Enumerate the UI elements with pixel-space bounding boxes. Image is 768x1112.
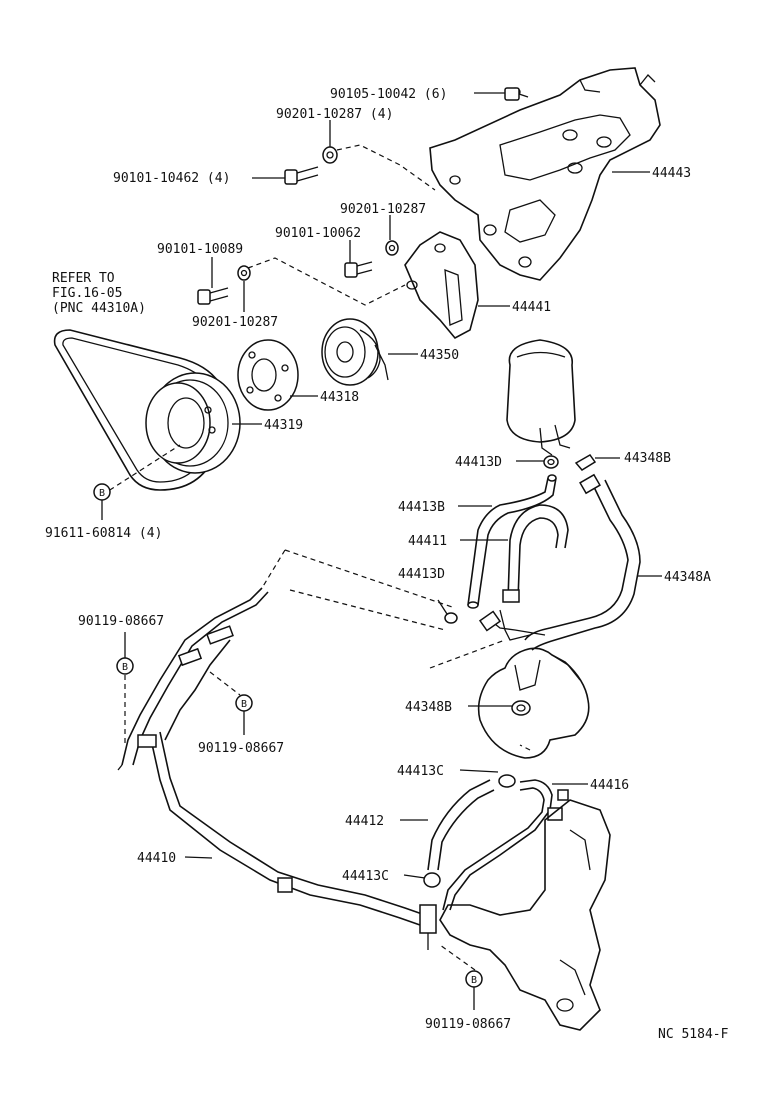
label-refer-to: REFER TO bbox=[52, 271, 115, 286]
label-44416: 44416 bbox=[590, 778, 629, 793]
label-44319: 44319 bbox=[264, 418, 303, 433]
oil-pump-body bbox=[477, 647, 590, 759]
label-44348B-a: 44348B bbox=[624, 451, 671, 466]
b-marker-label: B bbox=[471, 975, 477, 986]
bolt-90101-10462 bbox=[252, 166, 319, 185]
label-44318: 44318 bbox=[320, 390, 359, 405]
bracket-44443 bbox=[429, 67, 661, 281]
leader-lines bbox=[184, 120, 662, 879]
label-44412: 44412 bbox=[345, 814, 384, 829]
diagram-code: NC 5184-F bbox=[658, 1027, 729, 1042]
label-90201-10287-a: 90201-10287 bbox=[340, 202, 426, 217]
hose-44411 bbox=[502, 504, 569, 603]
b-marker-label: B bbox=[241, 699, 247, 710]
dash-guide-bracket bbox=[247, 257, 406, 306]
b-marker-label: B bbox=[99, 488, 105, 499]
label-90101-10089: 90101-10089 bbox=[157, 242, 243, 257]
label-44413C-b: 44413C bbox=[342, 869, 389, 884]
label-44441: 44441 bbox=[512, 300, 551, 315]
label-44413C-a: 44413C bbox=[397, 764, 444, 779]
dash-guides bbox=[101, 444, 531, 971]
label-44413D-b: 44413D bbox=[398, 567, 445, 582]
b-marker-90119-b: B bbox=[235, 694, 253, 735]
label-90201-10287-4: 90201-10287 (4) bbox=[276, 107, 393, 122]
label-44443: 44443 bbox=[652, 166, 691, 181]
label-44348B-b: 44348B bbox=[405, 700, 452, 715]
bolt-90105-10042 bbox=[474, 87, 529, 101]
washer-90201-10287-a bbox=[385, 240, 399, 256]
label-44410: 44410 bbox=[137, 851, 176, 866]
pulley-44319 bbox=[145, 372, 241, 474]
bracket-44441 bbox=[404, 231, 479, 340]
label-44411: 44411 bbox=[408, 534, 447, 549]
clamp-44413C-b bbox=[423, 872, 441, 888]
b-marker-90119-c: B bbox=[465, 970, 483, 1010]
hose-44412 bbox=[427, 774, 516, 871]
label-91611-60814: 91611-60814 (4) bbox=[45, 526, 162, 541]
label-90119-08667-b: 90119-08667 bbox=[198, 741, 284, 756]
label-44413D-a: 44413D bbox=[455, 455, 502, 470]
pipe-assembly-44410 bbox=[117, 587, 426, 926]
label-90201-10287-b: 90201-10287 bbox=[192, 315, 278, 330]
label-44413B: 44413B bbox=[398, 500, 445, 515]
label-refer-fig: FIG.16-05 bbox=[52, 286, 122, 301]
clamp-44413D-a bbox=[543, 455, 559, 469]
bolt-90101-10062 bbox=[344, 261, 373, 278]
b-marker-91611: B bbox=[93, 483, 111, 520]
reservoir-tank bbox=[506, 339, 576, 456]
fitting-44348B-a bbox=[574, 454, 620, 471]
label-refer-pnc: (PNC 44310A) bbox=[52, 301, 146, 316]
plate-44318 bbox=[237, 339, 299, 411]
label-90119-08667-a: 90119-08667 bbox=[78, 614, 164, 629]
label-90101-10062: 90101-10062 bbox=[275, 226, 361, 241]
pipe-end-fitting bbox=[419, 904, 437, 950]
b-marker-label: B bbox=[122, 662, 128, 673]
label-90105-10042: 90105-10042 (6) bbox=[330, 87, 447, 102]
label-90101-10462: 90101-10462 (4) bbox=[113, 171, 230, 186]
hose-44413B bbox=[467, 474, 557, 609]
b-marker-90119-a: B bbox=[116, 632, 134, 675]
label-90119-08667-c: 90119-08667 bbox=[425, 1017, 511, 1032]
washer-90201-10287-b bbox=[237, 265, 251, 312]
clamp-44348B-b bbox=[511, 700, 531, 716]
hose-44416 bbox=[442, 779, 569, 911]
pipe-connector bbox=[478, 609, 546, 641]
steering-gear-housing bbox=[439, 799, 611, 1031]
hose-44348A bbox=[524, 473, 641, 651]
label-44350: 44350 bbox=[420, 348, 459, 363]
bolt-90101-10089 bbox=[197, 287, 229, 305]
label-44348A: 44348A bbox=[664, 570, 711, 585]
idler-pulley-44350 bbox=[321, 318, 389, 386]
washer-90201-10287-4 bbox=[322, 144, 436, 191]
